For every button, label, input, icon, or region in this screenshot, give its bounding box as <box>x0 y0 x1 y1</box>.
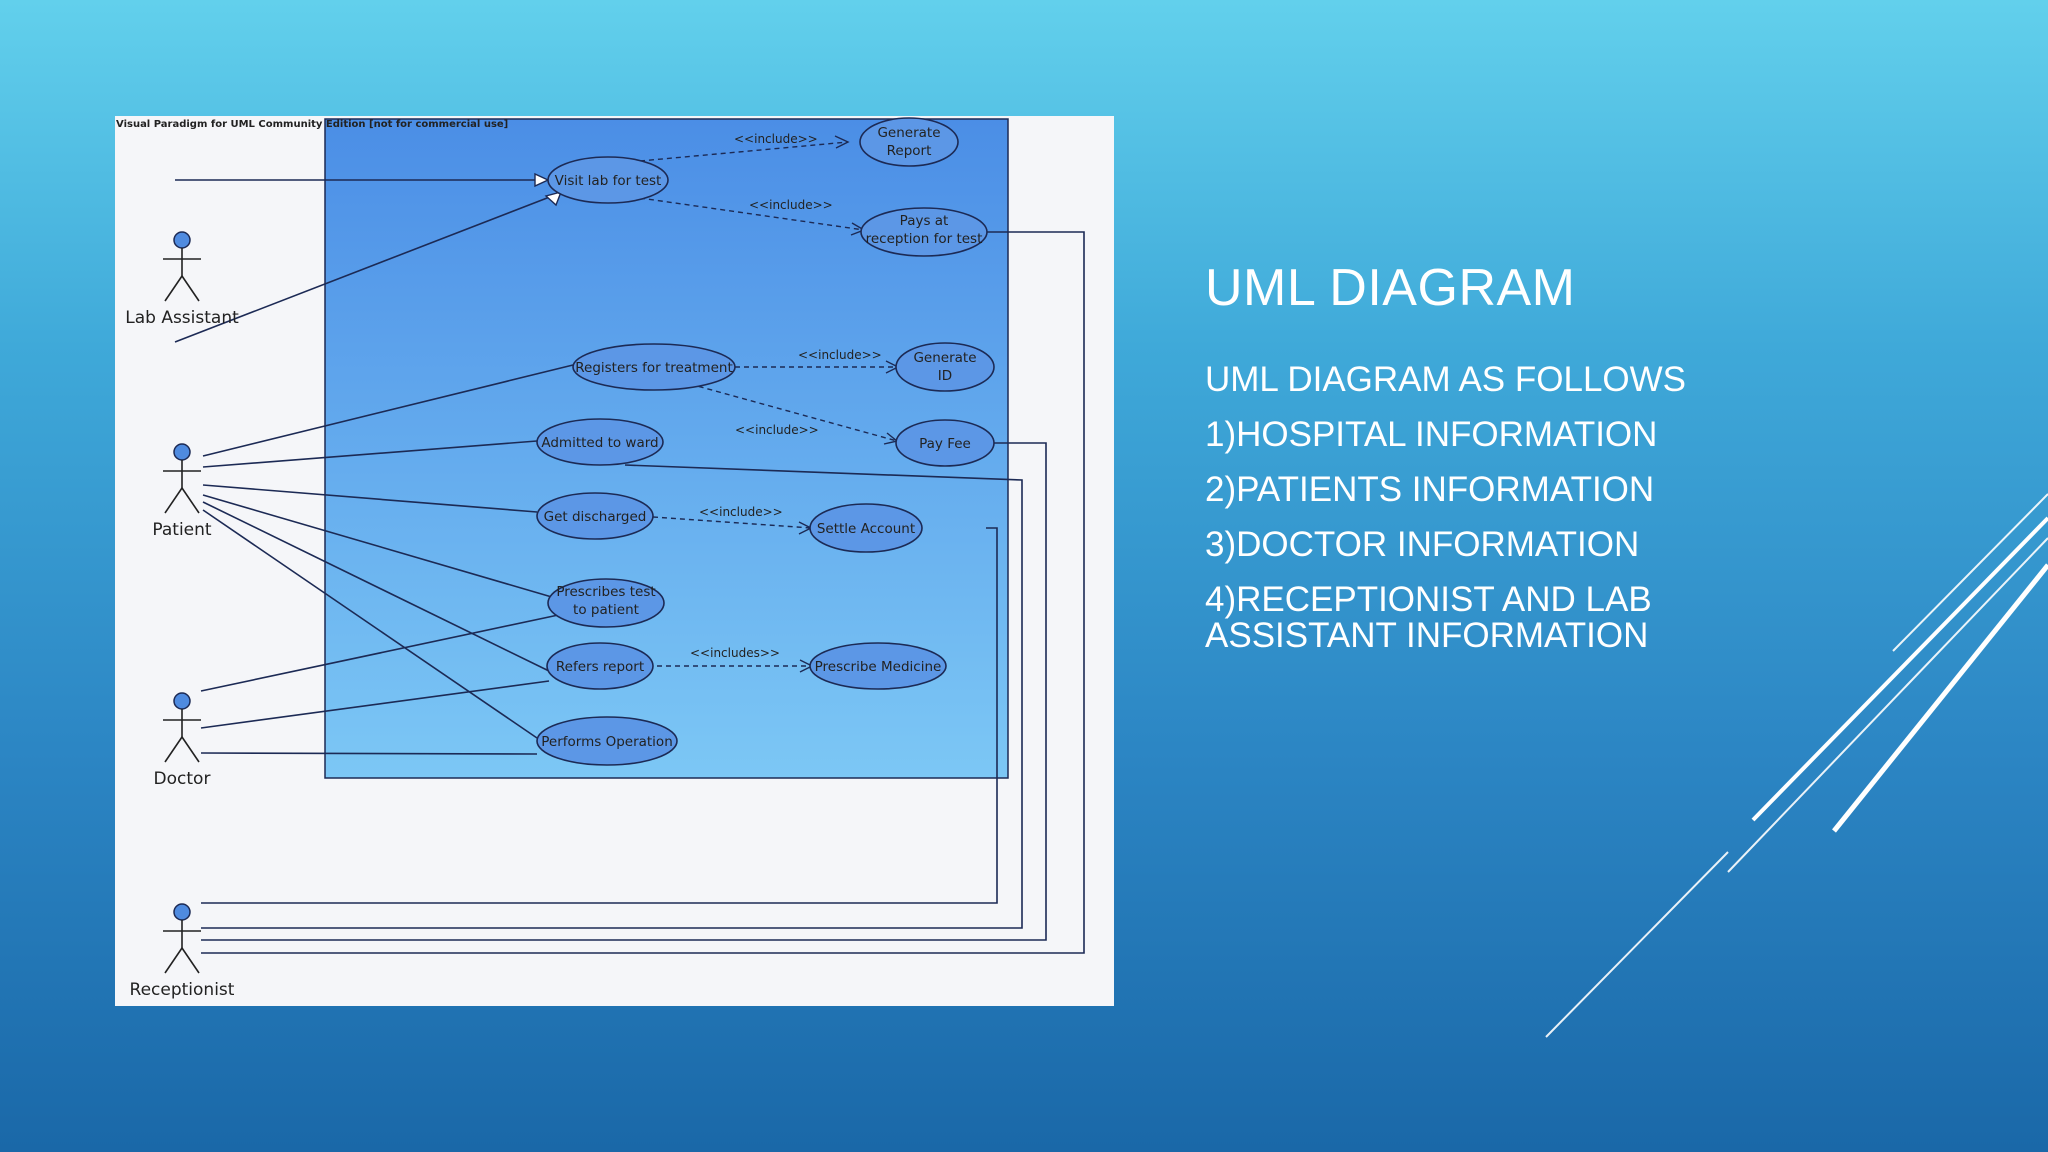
svg-text:Get discharged: Get discharged <box>544 509 647 525</box>
bullet-item: 3)DOCTOR INFORMATION <box>1205 525 1640 564</box>
association-lines <box>174 179 1085 954</box>
use-case-registers: Registers for treatment <box>572 343 736 391</box>
watermark-text: Visual Paradigm for UML Community Editio… <box>116 119 508 130</box>
include-label: <<include>> <box>734 132 818 146</box>
svg-text:Refers report: Refers report <box>556 659 644 675</box>
generalization-arrow <box>534 172 550 188</box>
svg-text:Patient: Patient <box>152 520 212 540</box>
use-case-performs-operation: Performs Operation <box>536 716 678 766</box>
svg-text:Doctor: Doctor <box>154 769 211 789</box>
uml-diagram-image: Visual Paradigm for UML Community Editio… <box>115 116 1114 1006</box>
actor-receptionist: Receptionist <box>130 903 235 1000</box>
use-case-discharged: Get discharged <box>536 492 654 540</box>
use-case-visit-lab: Visit lab for test <box>547 156 669 204</box>
include-label: <<include>> <box>699 505 783 519</box>
use-case-refers-report: Refers report <box>546 642 654 690</box>
use-case-admitted: Admitted to ward <box>536 418 664 466</box>
svg-text:Lab Assistant: Lab Assistant <box>125 308 239 328</box>
use-case-pays-reception: Pays at reception for test <box>860 207 988 257</box>
svg-text:Pays at: Pays at <box>900 213 949 229</box>
use-case-prescribe-medicine: Prescribe Medicine <box>809 642 947 690</box>
svg-text:Visit lab for test: Visit lab for test <box>555 173 662 189</box>
use-case-generate-report: Generate Report <box>859 117 959 167</box>
svg-text:Generate: Generate <box>877 125 940 141</box>
svg-text:Pay Fee: Pay Fee <box>919 436 971 452</box>
slide-title: UML DIAGRAM <box>1205 259 1576 317</box>
use-case-generate-id: Generate ID <box>895 342 995 392</box>
include-arrows <box>639 135 900 673</box>
bullet-item: UML DIAGRAM AS FOLLOWS <box>1205 360 1687 399</box>
include-label: <<include>> <box>749 198 833 212</box>
actor-patient: Patient <box>152 443 212 540</box>
bullet-item: 2)PATIENTS INFORMATION <box>1205 470 1655 509</box>
actor-doctor: Doctor <box>154 692 211 789</box>
svg-text:Admitted to ward: Admitted to ward <box>541 435 658 451</box>
include-label: <<include>> <box>735 423 819 437</box>
use-case-prescribes-test: Prescribes test to patient <box>547 578 665 628</box>
generalization-arrow <box>544 190 563 207</box>
slide-text-area: UML DIAGRAM UML DIAGRAM AS FOLLOWS 1)HOS… <box>1205 258 1965 673</box>
svg-text:Prescribe Medicine: Prescribe Medicine <box>815 659 942 675</box>
svg-text:Report: Report <box>887 143 932 159</box>
bullet-item: 4)RECEPTIONIST AND LAB ASSISTANT INFORMA… <box>1205 580 1652 655</box>
svg-text:Generate: Generate <box>913 350 976 366</box>
include-label: <<include>> <box>798 348 882 362</box>
svg-text:ID: ID <box>938 368 952 384</box>
svg-text:Registers for treatment: Registers for treatment <box>575 360 733 376</box>
use-case-settle-account: Settle Account <box>809 503 923 553</box>
actor-lab-assistant: Lab Assistant <box>125 231 239 328</box>
use-case-pay-fee: Pay Fee <box>895 419 995 467</box>
includes-label: <<includes>> <box>690 646 780 660</box>
svg-text:Prescribes test: Prescribes test <box>556 584 655 600</box>
svg-text:reception for test: reception for test <box>866 231 983 247</box>
svg-text:Receptionist: Receptionist <box>130 980 235 1000</box>
svg-text:Settle Account: Settle Account <box>817 521 915 537</box>
svg-text:to patient: to patient <box>573 602 639 618</box>
svg-text:Performs Operation: Performs Operation <box>541 734 673 750</box>
bullet-item: 1)HOSPITAL INFORMATION <box>1205 415 1658 454</box>
